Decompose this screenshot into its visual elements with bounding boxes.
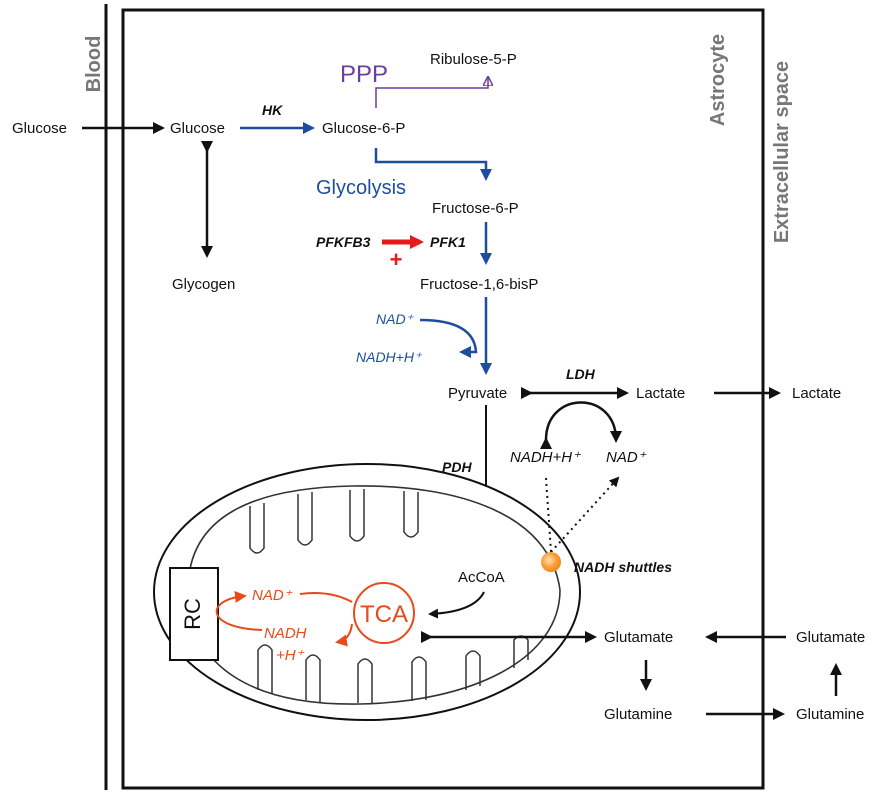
glutamine-extracellular-label: Glutamine [796, 706, 864, 723]
nad-blue-label: NAD⁺ [376, 311, 415, 327]
rc-label: RC [180, 598, 205, 630]
lactate-astrocyte-label: Lactate [636, 385, 685, 402]
nad-orange-label: NAD⁺ [252, 587, 293, 604]
blood-label: Blood [83, 36, 105, 93]
accoa-to-tca-arrow [428, 591, 485, 619]
extracellular-space-label: Extracellular space [771, 61, 793, 243]
ldh-enzyme-label: LDH [566, 366, 596, 382]
ribulose-5-p-label: Ribulose-5-P [430, 51, 517, 68]
nadh-orange-label: NADH [264, 625, 307, 642]
nadh-ldh-label: NADH+H⁺ [510, 449, 581, 466]
ldh-cofactor-arch [539, 401, 622, 450]
glutamine-astrocyte-label: Glutamine [604, 706, 672, 723]
nadh-shuttle-dotted-line-in [545, 477, 552, 553]
activation-plus-sign: + [390, 247, 403, 272]
nadh-blue-label: NADH+H⁺ [356, 349, 423, 365]
nad-ldh-label: NAD⁺ [606, 449, 647, 466]
glucose-astrocyte-label: Glucose [170, 120, 225, 137]
pfkfb3-label: PFKFB3 [316, 234, 371, 250]
respiratory-chain-box [169, 567, 219, 661]
mitochondrion-cristae [249, 489, 529, 704]
nad-reduction-curve [419, 318, 478, 358]
astrocyte-label: Astrocyte [707, 34, 729, 126]
glycogen-label: Glycogen [172, 276, 235, 293]
h-orange-label: +H⁺ [276, 647, 305, 664]
tca-label: TCA [360, 601, 408, 628]
tca-cycle-circle [353, 582, 415, 644]
lactate-extracellular-label: Lactate [792, 385, 841, 402]
glutamate-extracellular-label: Glutamate [796, 629, 865, 646]
glycolysis-arrow [374, 148, 492, 181]
nad-to-tca-curve [299, 592, 353, 603]
nadh-shuttle-dotted-line-out [550, 476, 620, 553]
glycolysis-label: Glycolysis [316, 177, 406, 199]
pfk1-label: PFK1 [430, 234, 466, 250]
fructose-1-6-bisp-label: Fructose-1,6-bisP [420, 276, 538, 293]
glucose-blood-label: Glucose [12, 120, 67, 137]
glucose-6-p-label: Glucose-6-P [322, 120, 405, 137]
ppp-label: PPP [340, 61, 388, 88]
nadh-shuttle-dot [541, 552, 561, 572]
ppp-arrow [375, 78, 488, 108]
accoa-label: AcCoA [458, 569, 505, 586]
pdh-enzyme-label: PDH [442, 459, 472, 475]
astrocyte-membrane [121, 8, 765, 790]
fructose-6-p-label: Fructose-6-P [432, 200, 519, 217]
glutamate-astrocyte-label: Glutamate [604, 629, 673, 646]
pyruvate-label: Pyruvate [448, 385, 507, 402]
rc-oxidation-curve [215, 590, 263, 631]
hk-enzyme-label: HK [262, 102, 283, 118]
tca-to-nadh-curve [335, 623, 353, 647]
nadh-shuttles-label: NADH shuttles [574, 559, 672, 575]
